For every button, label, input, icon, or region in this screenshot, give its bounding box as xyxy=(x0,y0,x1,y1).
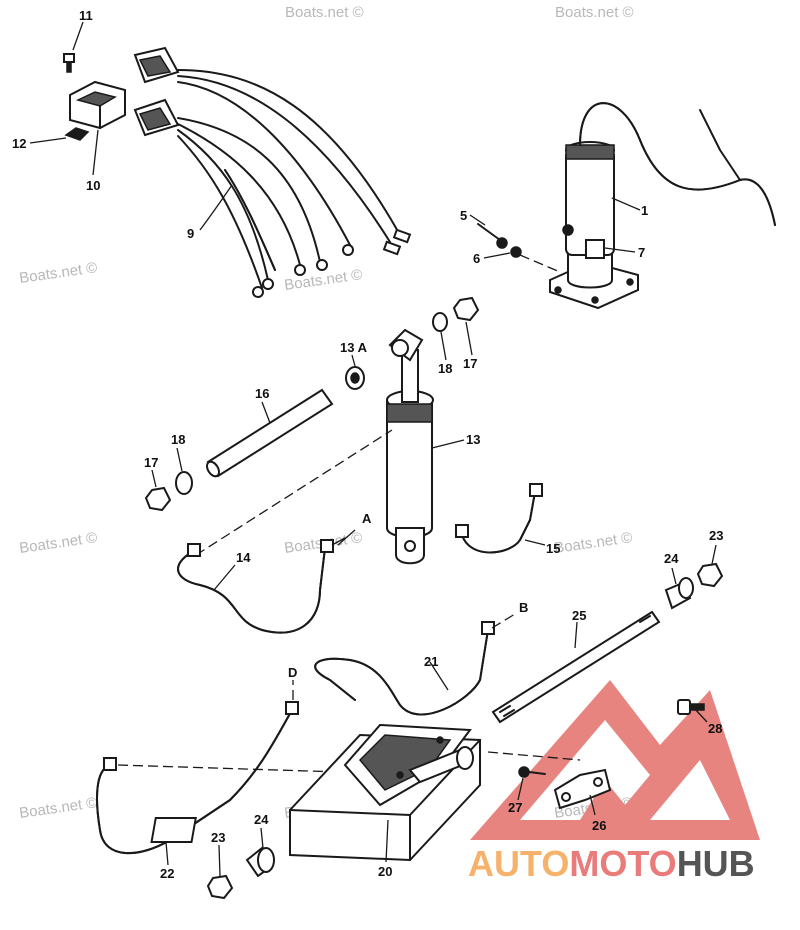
callout-28: 28 xyxy=(708,721,722,736)
callout-20: 20 xyxy=(378,864,392,879)
part-6-washer xyxy=(510,246,522,258)
callout-24: 24 xyxy=(254,812,269,827)
logo-triangle xyxy=(470,680,760,840)
part-26-bracket xyxy=(553,768,612,810)
part-16-pivot-pin xyxy=(206,388,334,478)
part-13-trim-cylinder xyxy=(386,328,434,565)
callout-14: 14 xyxy=(236,550,251,565)
part-25-shaft xyxy=(491,610,661,724)
watermark: Boats.net © xyxy=(18,259,98,287)
callout-13: 13 xyxy=(466,432,480,447)
part-17-nut xyxy=(144,486,172,512)
watermark: Boats.net © xyxy=(18,529,98,557)
part-1-pump-motor xyxy=(549,102,776,310)
part-28-screw xyxy=(677,699,705,715)
watermark: Boats.net © xyxy=(18,794,98,822)
part-18-washer xyxy=(175,471,193,495)
part-5-bolt xyxy=(477,223,508,249)
part-23-nut xyxy=(206,874,234,900)
connection-label-d: D xyxy=(288,665,297,680)
callout-7: 7 xyxy=(638,245,645,260)
callout-5: 5 xyxy=(460,208,467,223)
part-13a-bushing xyxy=(345,366,365,390)
callouts: 11 12 10 9 1 7 5 6 13 A 18 17 13 16 18 1… xyxy=(12,8,723,881)
callout-26: 26 xyxy=(592,818,606,833)
part-15-hose xyxy=(455,483,543,554)
connection-label-a: A xyxy=(362,511,372,526)
part-24-bushing xyxy=(245,846,275,878)
watermark: Boats.net © xyxy=(555,4,634,21)
part-27-screw xyxy=(518,766,546,778)
callout-10: 10 xyxy=(86,178,100,193)
callout-6: 6 xyxy=(473,251,480,266)
callout-15: 15 xyxy=(546,541,560,556)
callout-17: 17 xyxy=(144,455,158,470)
part-17-nut xyxy=(452,296,480,322)
part-24-bushing xyxy=(664,577,694,610)
callout-21: 21 xyxy=(424,654,438,669)
callout-1: 1 xyxy=(641,203,648,218)
logo-hub: HUB xyxy=(677,843,755,884)
dashed-line xyxy=(491,613,516,629)
logo-auto: AUTO xyxy=(468,843,569,884)
callout-9: 9 xyxy=(187,226,194,241)
part-22-hose xyxy=(96,701,299,855)
logo-wordmark: AUTOMOTOHUB xyxy=(468,843,755,884)
watermark: Boats.net © xyxy=(285,4,364,21)
logo-moto: MOTO xyxy=(569,843,676,884)
callout-13a: 13 A xyxy=(340,340,368,355)
callout-22: 22 xyxy=(160,866,174,881)
callout-27: 27 xyxy=(508,800,522,815)
callout-17: 17 xyxy=(463,356,477,371)
callout-25: 25 xyxy=(572,608,586,623)
part-12-clip xyxy=(64,127,90,141)
dashed-line xyxy=(117,764,341,773)
part-9-wiring-harness xyxy=(133,46,412,298)
dashed-line xyxy=(195,429,393,556)
part-23-nut xyxy=(696,562,724,588)
callout-11: 11 xyxy=(79,8,93,23)
part-10-relay xyxy=(69,80,126,130)
watermark: Boats.net © xyxy=(553,529,633,557)
dashed-line xyxy=(519,254,561,273)
callout-23: 23 xyxy=(709,528,723,543)
callout-24: 24 xyxy=(664,551,679,566)
part-18-washer xyxy=(432,312,448,332)
part-21-hose xyxy=(314,621,495,716)
part-20-trim-pump-housing xyxy=(150,723,481,862)
watermarks: Boats.net © Boats.net © Boats.net © Boat… xyxy=(18,4,633,822)
callout-12: 12 xyxy=(12,136,26,151)
leader-lines xyxy=(29,21,717,877)
dashed-line xyxy=(487,751,581,761)
callout-16: 16 xyxy=(255,386,269,401)
connection-label-b: B xyxy=(519,600,528,615)
callout-18: 18 xyxy=(171,432,185,447)
callout-23: 23 xyxy=(211,830,225,845)
part-11-screw xyxy=(63,53,75,73)
automotohub-logo: AUTOMOTOHUB xyxy=(468,680,760,884)
part-14-hose xyxy=(177,539,334,634)
callout-18: 18 xyxy=(438,361,452,376)
